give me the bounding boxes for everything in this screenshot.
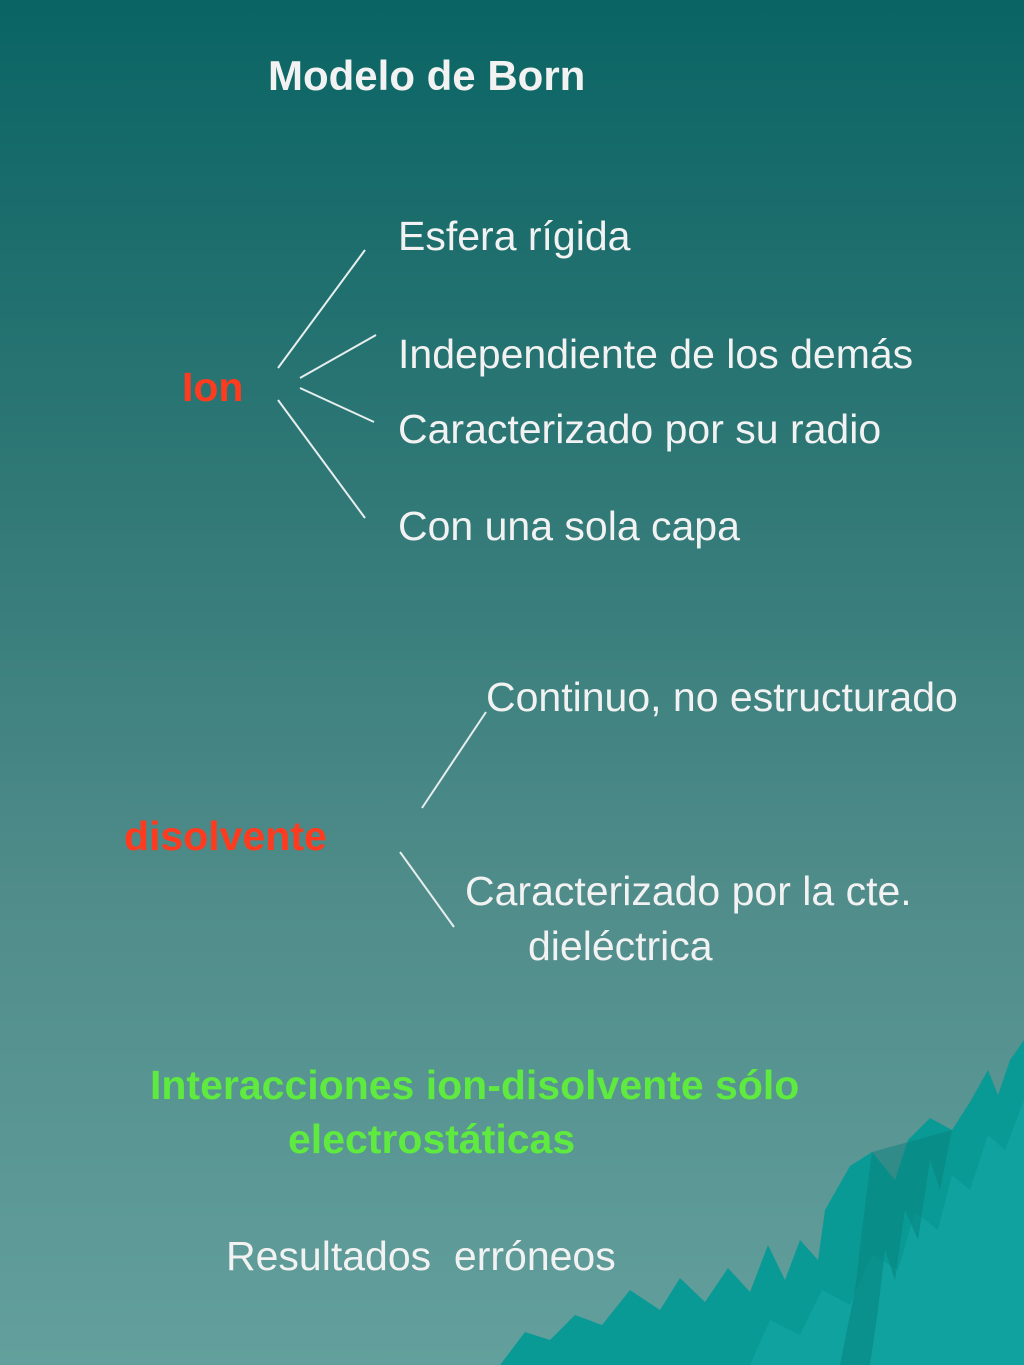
ion-branch-line-3 [299, 387, 375, 423]
solvent-item-continuous: Continuo, no estructurado [486, 674, 958, 720]
ion-branch-line-1 [277, 249, 366, 369]
conclusion-line2: electrostáticas [288, 1116, 576, 1162]
ion-item-independent: Independiente de los demás [398, 331, 914, 377]
solvent-branch-line-2 [399, 851, 455, 928]
ion-item-rigid-sphere: Esfera rígida [398, 213, 631, 259]
ion-label: Ion [182, 364, 244, 410]
solvent-branch-line-1 [421, 711, 487, 809]
mountain-decoration [500, 1040, 1024, 1365]
solvent-item-dielectric-line1: Caracterizado por la cte. [465, 868, 912, 914]
conclusion-line1: Interacciones ion-disolvente sólo [150, 1062, 800, 1108]
ion-branch-line-2 [299, 334, 377, 379]
slide-title: Modelo de Born [268, 52, 586, 99]
ion-branch-line-4 [277, 399, 366, 519]
result-text: Resultados erróneos [226, 1233, 616, 1279]
solvent-item-dielectric-line2: dieléctrica [528, 923, 713, 969]
ion-item-single-layer: Con una sola capa [398, 503, 740, 549]
solvent-label: disolvente [124, 813, 327, 859]
ion-item-radius: Caracterizado por su radio [398, 406, 882, 452]
